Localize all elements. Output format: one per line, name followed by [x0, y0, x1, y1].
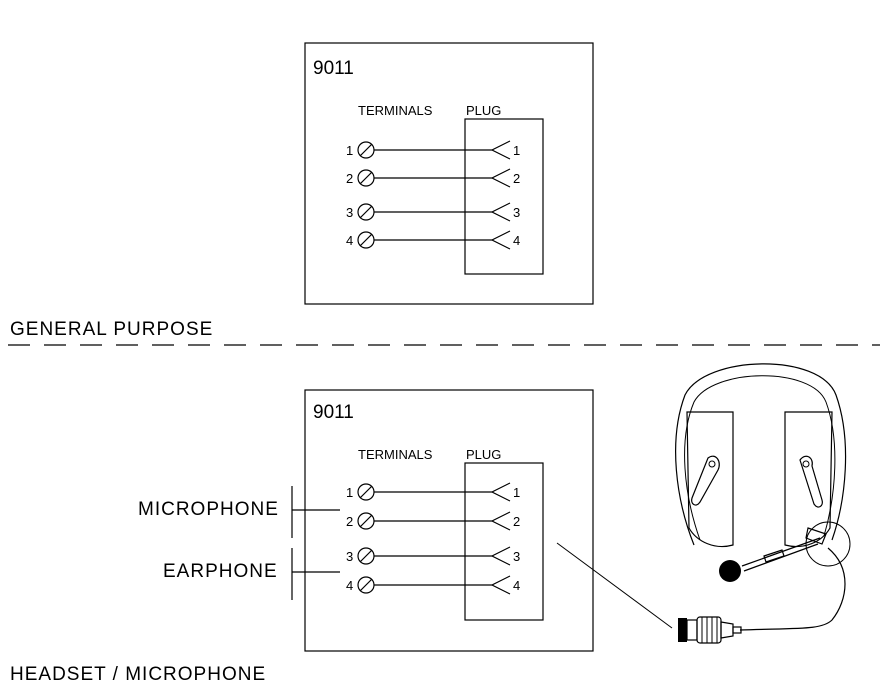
left-ear-rivet [708, 460, 716, 468]
terminal-row: 1 1 [346, 140, 520, 160]
microphone-group: MICROPHONE [138, 486, 340, 538]
connector-nut [678, 618, 687, 642]
terminal-row: 2 2 [346, 511, 520, 531]
right-ear-cup [784, 411, 833, 548]
terminal-row: 4 4 [346, 230, 520, 250]
plug-block [464, 118, 544, 275]
plug-contact-icon [490, 140, 511, 160]
terminal-screw-icon [357, 512, 375, 530]
terminal-screw-icon [357, 203, 375, 221]
headset-icon [675, 363, 851, 631]
terminal-number: 4 [346, 578, 353, 593]
terminal-screw-icon [357, 231, 375, 249]
plug-contact-icon [490, 202, 511, 222]
terminal-screw-icon [357, 547, 375, 565]
plug-contact-icon [490, 546, 511, 566]
connector-leader-line [556, 542, 673, 629]
terminal-screw-icon [357, 169, 375, 187]
panel-frame [304, 389, 594, 652]
left-ear-cup [686, 411, 734, 548]
plug-contact-number: 2 [513, 171, 520, 186]
terminal-number: 2 [346, 514, 353, 529]
boom-pivot [805, 521, 851, 567]
terminal-screw-icon [357, 576, 375, 594]
microphone-label: MICROPHONE [138, 499, 279, 520]
plug-contact-number: 2 [513, 514, 520, 529]
headband-inner [684, 375, 836, 541]
connector-tail [732, 626, 742, 634]
terminals-header: TERMINALS [358, 103, 433, 118]
earphone-group: EARPHONE [163, 548, 340, 600]
general-purpose-panel: 9011 TERMINALS PLUG 1 1 2 2 3 3 [304, 42, 594, 305]
plug-contact-number: 3 [513, 549, 520, 564]
model-number: 9011 [313, 58, 354, 79]
plug-contact-icon [490, 230, 511, 250]
connector-strain-relief [720, 621, 734, 639]
connector-sleeve [686, 619, 698, 641]
mic-boom [741, 537, 821, 567]
microphone-element [719, 560, 741, 582]
boom-hinge [805, 527, 827, 545]
model-number: 9011 [313, 402, 354, 423]
terminal-number: 2 [346, 171, 353, 186]
terminal-row: 2 2 [346, 168, 520, 188]
plug-contact-icon [490, 511, 511, 531]
plug-header: PLUG [466, 103, 501, 118]
connector-plug-icon [678, 616, 742, 644]
headband [675, 363, 847, 546]
terminal-number: 3 [346, 205, 353, 220]
section-label-headset-microphone: HEADSET / MICROPHONE [10, 664, 266, 685]
panel-frame [304, 42, 594, 305]
terminal-number: 3 [346, 549, 353, 564]
terminal-number: 1 [346, 143, 353, 158]
plug-contact-number: 3 [513, 205, 520, 220]
terminal-row: 1 1 [346, 482, 520, 502]
terminal-number: 1 [346, 485, 353, 500]
plug-contact-icon [490, 168, 511, 188]
headset-microphone-panel: 9011 TERMINALS PLUG 1 1 2 2 3 3 [138, 389, 594, 652]
left-ear-clip [691, 455, 720, 506]
earphone-label: EARPHONE [163, 561, 278, 582]
headset-cable [739, 547, 846, 631]
terminal-number: 4 [346, 233, 353, 248]
terminal-screw-icon [357, 483, 375, 501]
terminals-header: TERMINALS [358, 447, 433, 462]
plug-contact-number: 1 [513, 143, 520, 158]
right-ear-rivet [802, 460, 810, 468]
plug-contact-number: 4 [513, 233, 520, 248]
terminal-row: 3 3 [346, 546, 520, 566]
plug-header: PLUG [466, 447, 501, 462]
terminal-row: 3 3 [346, 202, 520, 222]
terminal-row: 4 4 [346, 575, 520, 595]
plug-contact-number: 1 [513, 485, 520, 500]
section-label-general-purpose: GENERAL PURPOSE [10, 319, 213, 340]
boom-clamp [763, 549, 785, 563]
terminal-screw-icon [357, 141, 375, 159]
plug-block [464, 462, 544, 621]
plug-contact-number: 4 [513, 578, 520, 593]
plug-contact-icon [490, 575, 511, 595]
plug-contact-icon [490, 482, 511, 502]
right-ear-clip [799, 455, 823, 508]
